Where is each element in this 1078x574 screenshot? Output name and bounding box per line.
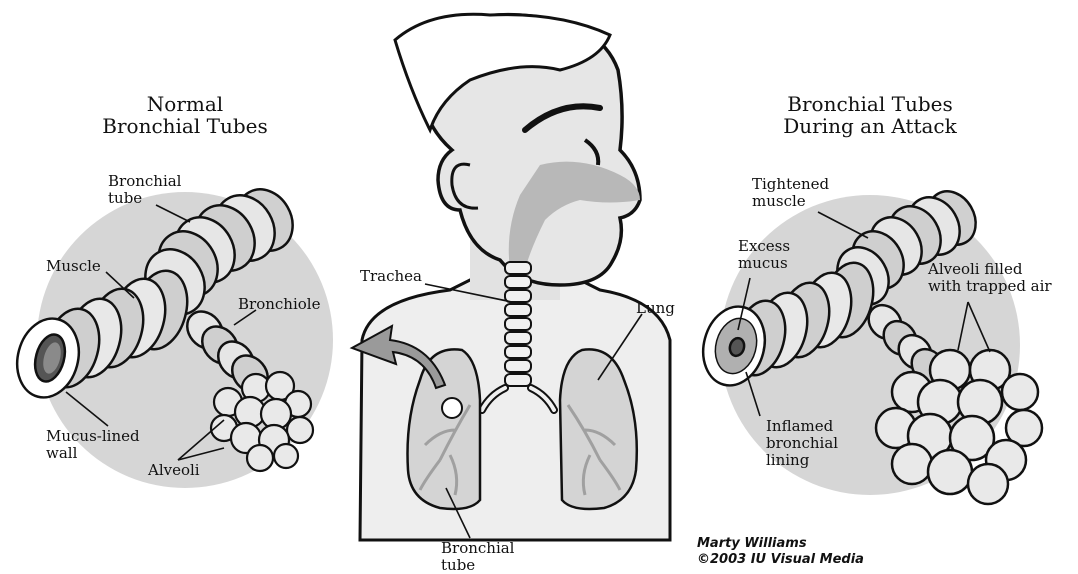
label-alveoli-trapped-air: Alveoli filled with trapped air: [928, 261, 1052, 295]
trachea: [505, 262, 531, 386]
label-tightened-muscle: Tightened muscle: [752, 176, 829, 210]
bronchial-tube-highlight: [442, 398, 462, 418]
label-lung: Lung: [636, 300, 675, 317]
normal-tubes-title: Normal Bronchial Tubes: [95, 93, 275, 137]
credit-copyright: ©2003 IU Visual Media: [697, 552, 864, 567]
label-mucus-lined-wall: Mucus-lined wall: [46, 428, 140, 462]
attack-bronchial-panel: [695, 183, 1042, 504]
label-inflamed-lining: Inflamed bronchial lining: [766, 418, 838, 469]
label-bronchial-tube-left: Bronchial tube: [108, 173, 181, 207]
label-excess-mucus: Excess mucus: [738, 238, 790, 272]
label-bronchial-tube-bottom: Bronchial tube: [441, 540, 514, 574]
credit-author: Marty Williams: [697, 536, 807, 551]
label-bronchiole: Bronchiole: [238, 296, 320, 313]
label-trachea: Trachea: [360, 268, 422, 285]
attack-tubes-title: Bronchial Tubes During an Attack: [770, 93, 970, 137]
label-alveoli: Alveoli: [148, 462, 200, 479]
label-muscle: Muscle: [46, 258, 101, 275]
